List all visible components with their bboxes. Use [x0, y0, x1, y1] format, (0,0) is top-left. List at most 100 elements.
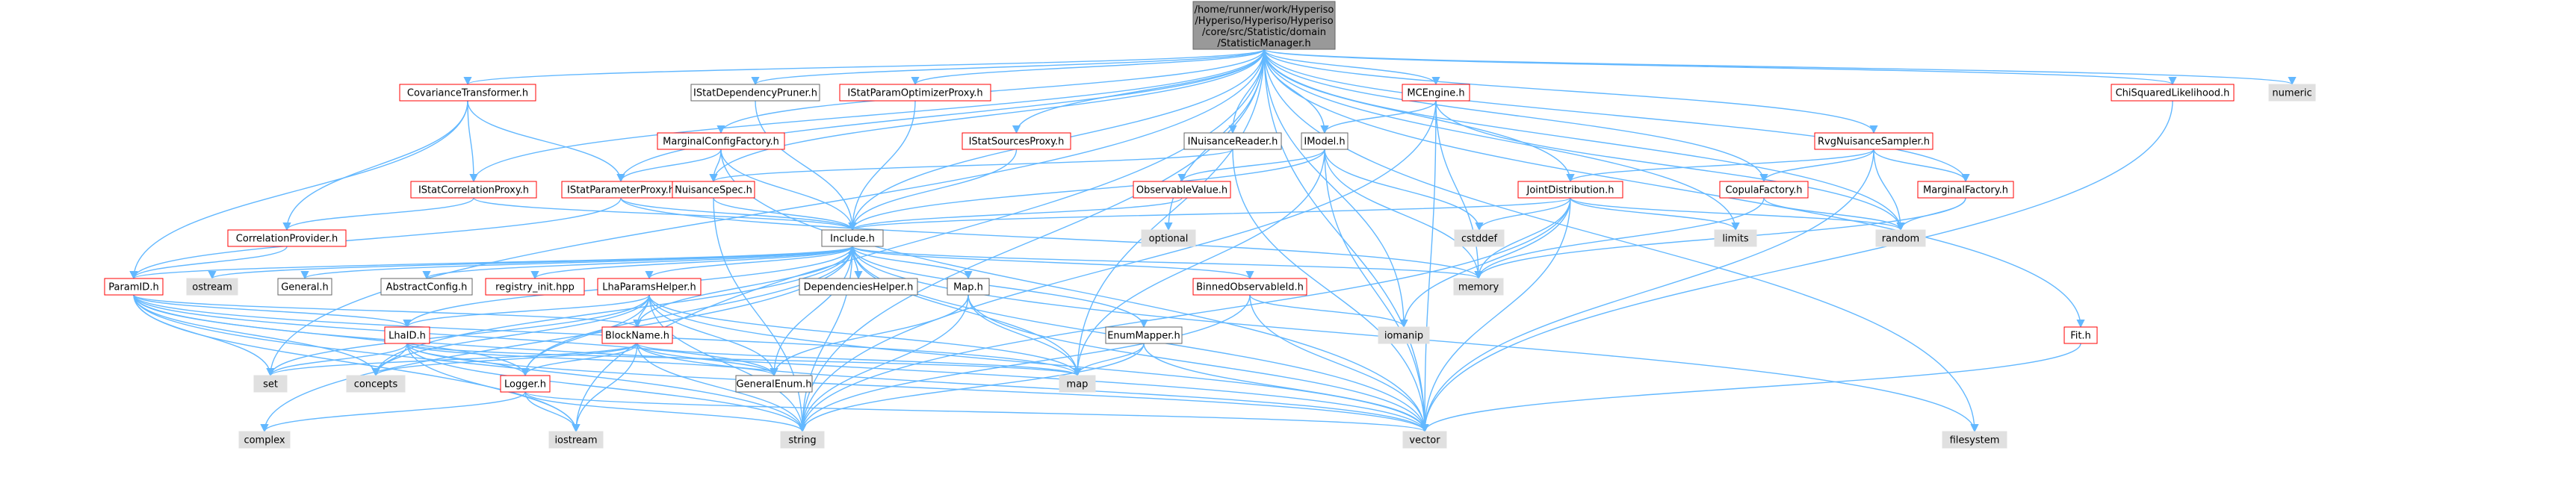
node-INuisanceReader[interactable]: INuisanceReader.h [1183, 132, 1282, 150]
edge-RvgNuisanceSampler-to-random [1873, 149, 1905, 231]
node-box [601, 326, 673, 344]
node-Include[interactable]: Include.h [821, 229, 884, 247]
node-root[interactable]: /home/runner/work/Hyperiso/Hyperiso/Hype… [1192, 1, 1336, 50]
node-Fit[interactable]: Fit.h [2063, 326, 2098, 344]
edge-BinnedObservableId-to-string [798, 294, 1251, 433]
node-label: numeric [2272, 88, 2312, 99]
node-registry_init[interactable]: registry_init.hpp [485, 278, 585, 296]
node-label: LhaParamsHelper.h [602, 282, 696, 293]
node-MarginalConfigFactory[interactable]: MarginalConfigFactory.h [657, 132, 785, 150]
node-DependenciesHelper[interactable]: DependenciesHelper.h [799, 278, 918, 296]
node-label: Logger.h [504, 379, 546, 390]
node-IStatParamOptimizerProxy[interactable]: IStatParamOptimizerProxy.h [839, 84, 991, 102]
edge-RvgNuisanceSampler-to-MarginalFactory [1873, 149, 1970, 183]
node-ParamID[interactable]: ParamID.h [104, 278, 164, 296]
node-General[interactable]: General.h [277, 278, 332, 296]
node-BinnedObservableId[interactable]: BinnedObservableId.h [1192, 278, 1307, 296]
node-label: random [1882, 234, 1919, 245]
node-IStatCorrelationProxy[interactable]: IStatCorrelationProxy.h [410, 181, 537, 199]
node-BlockName[interactable]: BlockName.h [601, 326, 673, 344]
node-box [1105, 326, 1183, 344]
node-box [690, 84, 820, 102]
node-box [186, 278, 238, 296]
edge-ChiSquaredLikelihood-to-vector [1420, 100, 2173, 433]
edge-EnumMapper-to-map [1073, 343, 1145, 377]
node-CorrelationProvider[interactable]: CorrelationProvider.h [227, 229, 347, 247]
node-AbstractConfig[interactable]: AbstractConfig.h [380, 278, 473, 296]
edge-BinnedObservableId-to-vector [1249, 294, 1429, 433]
node-label: MCEngine.h [1407, 88, 1464, 99]
edge-IModel-to-ObservableValue [1177, 149, 1325, 183]
node-label: filesystem [1950, 435, 2000, 446]
node-ObservableValue[interactable]: ObservableValue.h [1133, 181, 1231, 199]
node-label: BlockName.h [605, 331, 669, 342]
edge-root-to-vector [1263, 49, 1429, 433]
node-NuisanceSpec[interactable]: NuisanceSpec.h [672, 181, 755, 199]
node-LhaParamsHelper[interactable]: LhaParamsHelper.h [597, 278, 702, 296]
node-label: ObservableValue.h [1136, 185, 1227, 196]
node-MCEngine[interactable]: MCEngine.h [1402, 84, 1470, 102]
node-label: iomanip [1384, 331, 1423, 342]
node-IModel[interactable]: IModel.h [1301, 132, 1349, 150]
edge-Include-to-GeneralEnum [770, 246, 853, 377]
edge-ParamID-to-concepts [133, 294, 380, 377]
node-MarginalFactory[interactable]: MarginalFactory.h [1917, 181, 2014, 199]
edge-Include-to-BinnedObservableId [852, 246, 1254, 280]
node-box [380, 278, 473, 296]
node-cstddef: cstddef [1454, 229, 1505, 247]
edge-BlockName-to-concepts [371, 343, 638, 377]
node-RvgNuisanceSampler[interactable]: RvgNuisanceSampler.h [1814, 132, 1933, 150]
edge-Logger-to-string [524, 391, 807, 433]
node-box [384, 326, 430, 344]
node-IStatParameterProxy[interactable]: IStatParameterProxy.h [561, 181, 681, 199]
node-JointDistribution[interactable]: JointDistribution.h [1517, 181, 1623, 199]
node-box [1942, 431, 2007, 449]
node-box [500, 375, 551, 393]
edge-IStatCorrelationProxy-to-Include [473, 197, 857, 231]
node-complex: complex [238, 431, 291, 449]
edge-JointDistribution-to-string [798, 197, 1571, 433]
edge-root-to-limits [1263, 49, 1740, 231]
edge-Logger-to-vector [524, 391, 1429, 433]
edge-LhaParamsHelper-to-concepts [371, 294, 650, 377]
edge-root-to-MCEngine [1263, 49, 1440, 86]
edge-LhaParamsHelper-to-set [266, 294, 650, 377]
node-CovarianceTransformer[interactable]: CovarianceTransformer.h [399, 84, 536, 102]
node-IStatDependencyPruner[interactable]: IStatDependencyPruner.h [690, 84, 820, 102]
edge-Include-to-LhaParamsHelper [645, 246, 853, 280]
node-IStatSourcesProxy[interactable]: IStatSourcesProxy.h [962, 132, 1071, 150]
edge-RvgNuisanceSampler-to-vector [1420, 149, 1874, 433]
node-Logger[interactable]: Logger.h [500, 375, 551, 393]
edge-MarginalConfigFactory-to-IStatParameterProxy [616, 149, 722, 183]
node-GeneralEnum[interactable]: GeneralEnum.h [735, 375, 813, 393]
node-box [821, 229, 884, 247]
node-label: ostream [192, 282, 232, 293]
edge-root-to-iomanip [1263, 49, 1408, 329]
node-Map[interactable]: Map.h [947, 278, 990, 296]
node-label: JointDistribution.h [1526, 185, 1614, 196]
node-box [735, 375, 813, 393]
node-concepts: concepts [346, 375, 406, 393]
node-random: random [1875, 229, 1926, 247]
node-EnumMapper[interactable]: EnumMapper.h [1105, 326, 1183, 344]
edge-root-to-RvgNuisanceSampler [1263, 49, 1878, 134]
edge-Logger-to-iostream [524, 391, 580, 433]
node-LhaID[interactable]: LhaID.h [384, 326, 430, 344]
node-box [253, 375, 288, 393]
edge-root-to-iostream [572, 49, 1265, 433]
edge-IStatCorrelationProxy-to-CorrelationProvider [282, 197, 474, 231]
node-ChiSquaredLikelihood[interactable]: ChiSquaredLikelihood.h [2111, 84, 2235, 102]
node-label: MarginalConfigFactory.h [663, 137, 779, 148]
node-label: MarginalFactory.h [1923, 185, 2008, 196]
edge-Include-to-General [300, 246, 853, 280]
node-label: cstddef [1461, 234, 1498, 245]
node-box [277, 278, 332, 296]
node-CopulaFactory[interactable]: CopulaFactory.h [1719, 181, 1809, 199]
node-label: concepts [354, 379, 398, 390]
node-box [1378, 326, 1430, 344]
root-label-line: /StatisticManager.h [1217, 38, 1310, 49]
edge-EnumMapper-to-string [798, 343, 1145, 433]
edge-IStatSourcesProxy-to-Include [848, 149, 1018, 231]
edge-EnumMapper-to-vector [1143, 343, 1429, 433]
edge-ParamID-to-LhaID [133, 294, 412, 329]
